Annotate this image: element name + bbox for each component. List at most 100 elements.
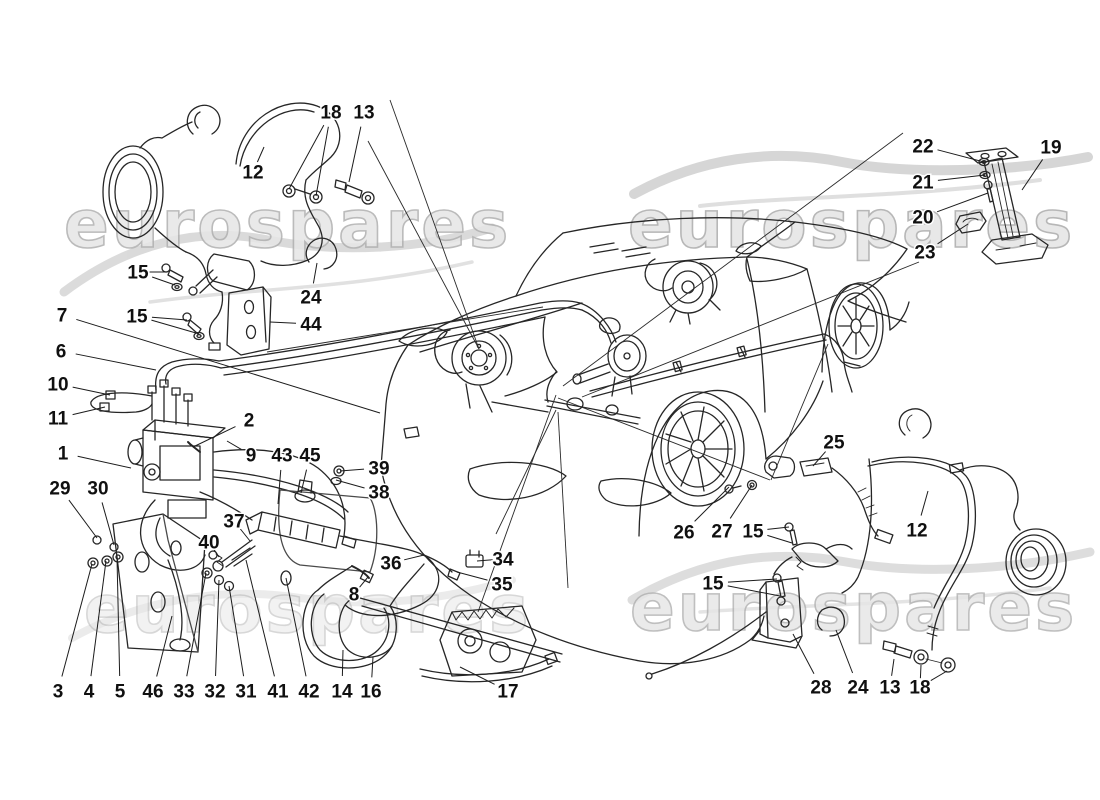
part-label-14[interactable]: 14 [330,680,355,704]
leader-line-14 [341,649,344,677]
leader-line-21 [937,174,986,181]
swoosh-bottom-left [68,576,516,642]
part-label-18[interactable]: 18 [319,101,343,125]
part-label-38[interactable]: 38 [367,481,391,505]
leader-line-24 [835,629,854,674]
part-label-24[interactable]: 24 [846,676,871,700]
part-label-21[interactable]: 21 [911,171,936,195]
part-label-8[interactable]: 8 [347,583,361,607]
leader-line-13 [348,126,362,183]
part-label-17[interactable]: 17 [496,680,520,704]
watermark-text-3: eurospares [630,569,1077,646]
part-label-15[interactable]: 15 [126,261,151,285]
part-label-39[interactable]: 39 [367,457,391,481]
leader-line-12 [256,146,265,163]
part-label-24[interactable]: 24 [299,286,324,310]
part-label-15[interactable]: 15 [701,572,726,596]
part-label-26[interactable]: 26 [672,521,696,545]
part-label-40[interactable]: 40 [197,531,221,555]
part-label-41[interactable]: 41 [266,680,291,704]
leader-line-18 [288,124,325,190]
watermark-text-2: eurospares [84,571,531,648]
part-label-1[interactable]: 1 [56,442,70,466]
part-label-6[interactable]: 6 [54,340,68,364]
leader-line-15 [767,534,793,544]
part-label-12[interactable]: 12 [905,519,929,543]
leader-line-3 [61,563,93,677]
leader-line-42 [285,577,307,677]
leader-line-26 [694,486,730,522]
part-label-9[interactable]: 9 [244,444,258,468]
leader-line-23 [937,223,969,245]
locator-line [581,261,920,398]
part-label-33[interactable]: 33 [172,680,196,704]
part-label-36[interactable]: 36 [379,552,403,576]
leader-line-11 [72,406,106,416]
swoosh-bottom-right-echo [698,586,1052,614]
part-label-13[interactable]: 13 [878,676,902,700]
locator-line [557,411,569,589]
locator-line [557,397,771,481]
leader-line-13 [891,658,895,676]
leader-line-35 [456,571,488,581]
leader-line-6 [75,353,157,371]
part-label-46[interactable]: 46 [141,680,165,704]
leader-line-15 [151,316,188,321]
part-label-34[interactable]: 34 [491,548,516,572]
part-label-32[interactable]: 32 [203,680,227,704]
part-label-18[interactable]: 18 [908,676,932,700]
swoosh-top-right-echo [698,178,1042,208]
leader-line-39 [339,468,365,472]
part-label-15[interactable]: 15 [741,520,766,544]
part-label-43[interactable]: 43 [270,444,294,468]
part-label-45[interactable]: 45 [298,444,323,468]
leader-line-30 [101,502,115,546]
part-label-44[interactable]: 44 [299,313,324,337]
leader-line-43 [277,469,282,505]
swoosh-bottom-right [627,547,1095,605]
part-label-11[interactable]: 11 [46,407,70,431]
part-label-31[interactable]: 31 [234,680,259,704]
locator-lines [266,99,920,613]
part-label-10[interactable]: 10 [46,373,70,397]
front-pipes-group [302,563,563,683]
locator-line [389,99,480,350]
master-cylinder-assembly [208,465,484,617]
part-label-29[interactable]: 29 [48,477,72,501]
part-label-27[interactable]: 27 [710,520,734,544]
leader-line-9 [226,440,242,450]
leader-line-36 [404,554,425,561]
part-label-25[interactable]: 25 [822,431,847,455]
part-label-2[interactable]: 2 [242,409,256,433]
leader-line-41 [245,559,275,677]
part-label-23[interactable]: 23 [913,241,937,265]
part-label-19[interactable]: 19 [1039,136,1063,160]
leader-line-15 [151,319,197,334]
leader-line-46 [156,615,173,677]
leader-line-5 [116,557,121,677]
part-label-7[interactable]: 7 [55,304,69,328]
part-label-12[interactable]: 12 [241,161,265,185]
leader-line-8 [359,576,369,588]
part-label-15[interactable]: 15 [125,305,150,329]
part-label-5[interactable]: 5 [113,680,127,704]
part-label-16[interactable]: 16 [359,680,383,704]
part-label-28[interactable]: 28 [809,676,833,700]
leader-line-16 [371,656,374,678]
leader-line-20 [936,192,989,213]
part-label-22[interactable]: 22 [911,135,935,159]
leader-line-10 [72,386,111,396]
cable-clip-top-left [186,104,221,135]
part-label-42[interactable]: 42 [297,680,321,704]
part-label-13[interactable]: 13 [352,101,376,125]
part-label-4[interactable]: 4 [82,680,96,704]
leader-line-12 [920,490,929,516]
locator-line [562,132,904,387]
rear-brake-assembly [644,258,721,325]
part-label-35[interactable]: 35 [490,573,515,597]
part-label-20[interactable]: 20 [911,206,935,230]
part-label-3[interactable]: 3 [51,680,65,704]
leader-line-28 [792,633,815,674]
part-label-37[interactable]: 37 [222,510,246,534]
part-label-30[interactable]: 30 [86,477,110,501]
